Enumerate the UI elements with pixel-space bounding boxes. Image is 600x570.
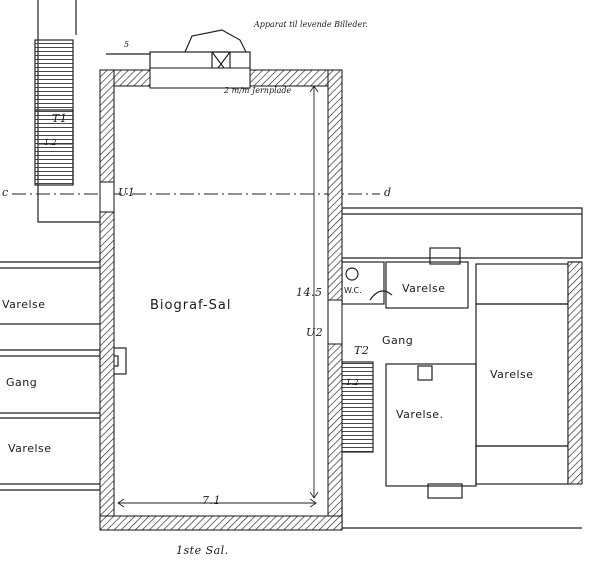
room-gang-right: Gang [382,334,414,347]
marker-t1: T1 [52,112,68,125]
plate-note: 2 m/m Jernplade [224,86,292,95]
stair1-width: 1.2 [44,138,57,147]
apparatus-note: Apparat til levende Billeder. [254,20,368,29]
room-wc: W.C. [344,286,362,295]
right-wing-walls [336,207,583,529]
room-biograf-sal: Biograf-Sal [150,298,232,313]
dimension-lines [38,85,372,508]
hall-length-dim: 14.5 [296,286,323,299]
section-c-label: c [2,186,9,199]
room-varelse-right-small: Varelse [402,282,446,295]
marker-t2: T2 [354,344,370,357]
hall-width-dim: 7.1 [202,494,221,507]
room-varelse-left-top: Varelse [2,298,46,311]
five-marker: 5 [124,40,130,49]
room-varelse-right-big: Varelse [490,368,534,381]
section-d-label: d [384,186,392,199]
floor-caption: 1ste Sal. [176,544,229,557]
room-varelse-right-mid: Varelse. [396,408,444,421]
wall-openings [99,67,343,345]
stair-tower-top-left [34,0,100,223]
stair2-width: 1.2 [346,378,359,387]
marker-u1: U1 [118,186,136,199]
room-gang-left: Gang [6,376,38,389]
marker-u2: U2 [306,326,324,339]
room-varelse-left-bottom: Varelse [8,442,52,455]
